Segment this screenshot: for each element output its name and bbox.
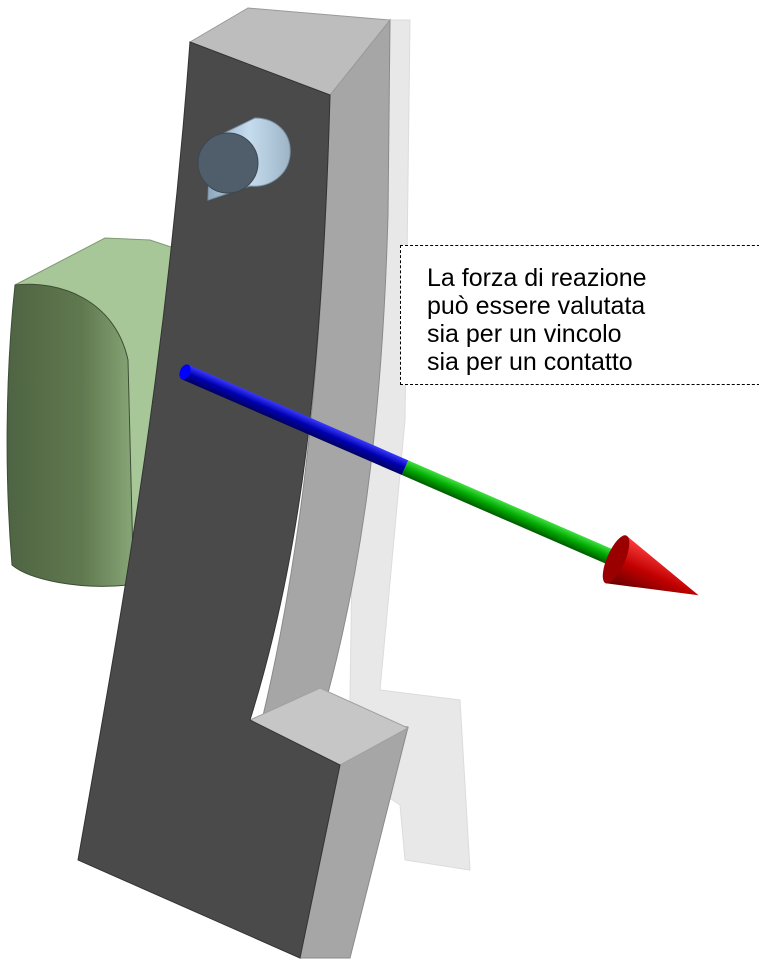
reaction-force-arrow-icon — [179, 364, 699, 596]
callout-line-3: sia per un vincolo — [427, 320, 622, 348]
callout-line-4: sia per un contatto — [427, 348, 633, 376]
arrow-shaft-green — [401, 460, 624, 569]
callout-line-1: La forza di reazione — [427, 264, 647, 292]
contact-block — [6, 237, 181, 587]
callout-note: La forza di reazione può essere valutata… — [400, 245, 759, 385]
arrow-tail-cap — [179, 364, 191, 380]
callout-line-2: può essere valutata — [427, 292, 646, 320]
part-front-face — [77, 41, 341, 959]
arrow-head-red — [605, 535, 699, 596]
arrow-head-base — [602, 535, 630, 584]
arrow-shaft-blue — [181, 364, 409, 476]
pin — [197, 117, 291, 201]
